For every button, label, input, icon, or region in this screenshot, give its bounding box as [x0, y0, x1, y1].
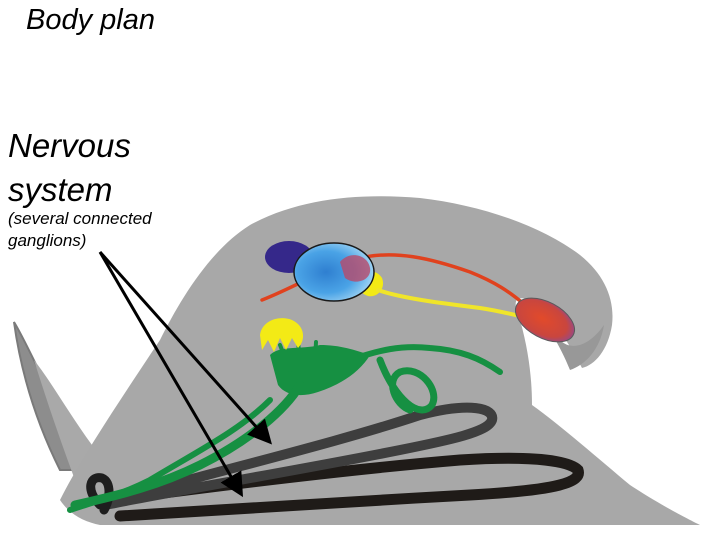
gut-inner: [105, 402, 498, 509]
brain-lobe: [340, 255, 371, 282]
ganglions-note: (several connected ganglions): [8, 208, 152, 252]
mantle-shade: [525, 300, 604, 370]
pedal-ganglion-yellow: [260, 318, 304, 352]
gut-outer: [104, 452, 584, 522]
note-line-1: (several connected: [8, 209, 152, 228]
green-nerve-upper: [347, 344, 503, 375]
green-ganglion-mass: [270, 345, 370, 396]
tentacle-lower: [34, 360, 95, 480]
pointer-arrow-2: [98, 251, 244, 498]
note-line-2: ganglions): [8, 231, 87, 250]
pointer-arrow-1: [98, 251, 272, 445]
heading-line-2: system: [8, 171, 113, 208]
page-title: Body plan: [26, 4, 155, 36]
gonad-organ: [515, 297, 575, 343]
nervous-system-heading: Nervous system: [8, 124, 131, 212]
heading-line-1: Nervous: [8, 127, 131, 164]
green-nerve-lower: [67, 397, 273, 513]
green-nerve-loop: [376, 356, 438, 414]
yellow-nerve: [376, 288, 530, 320]
